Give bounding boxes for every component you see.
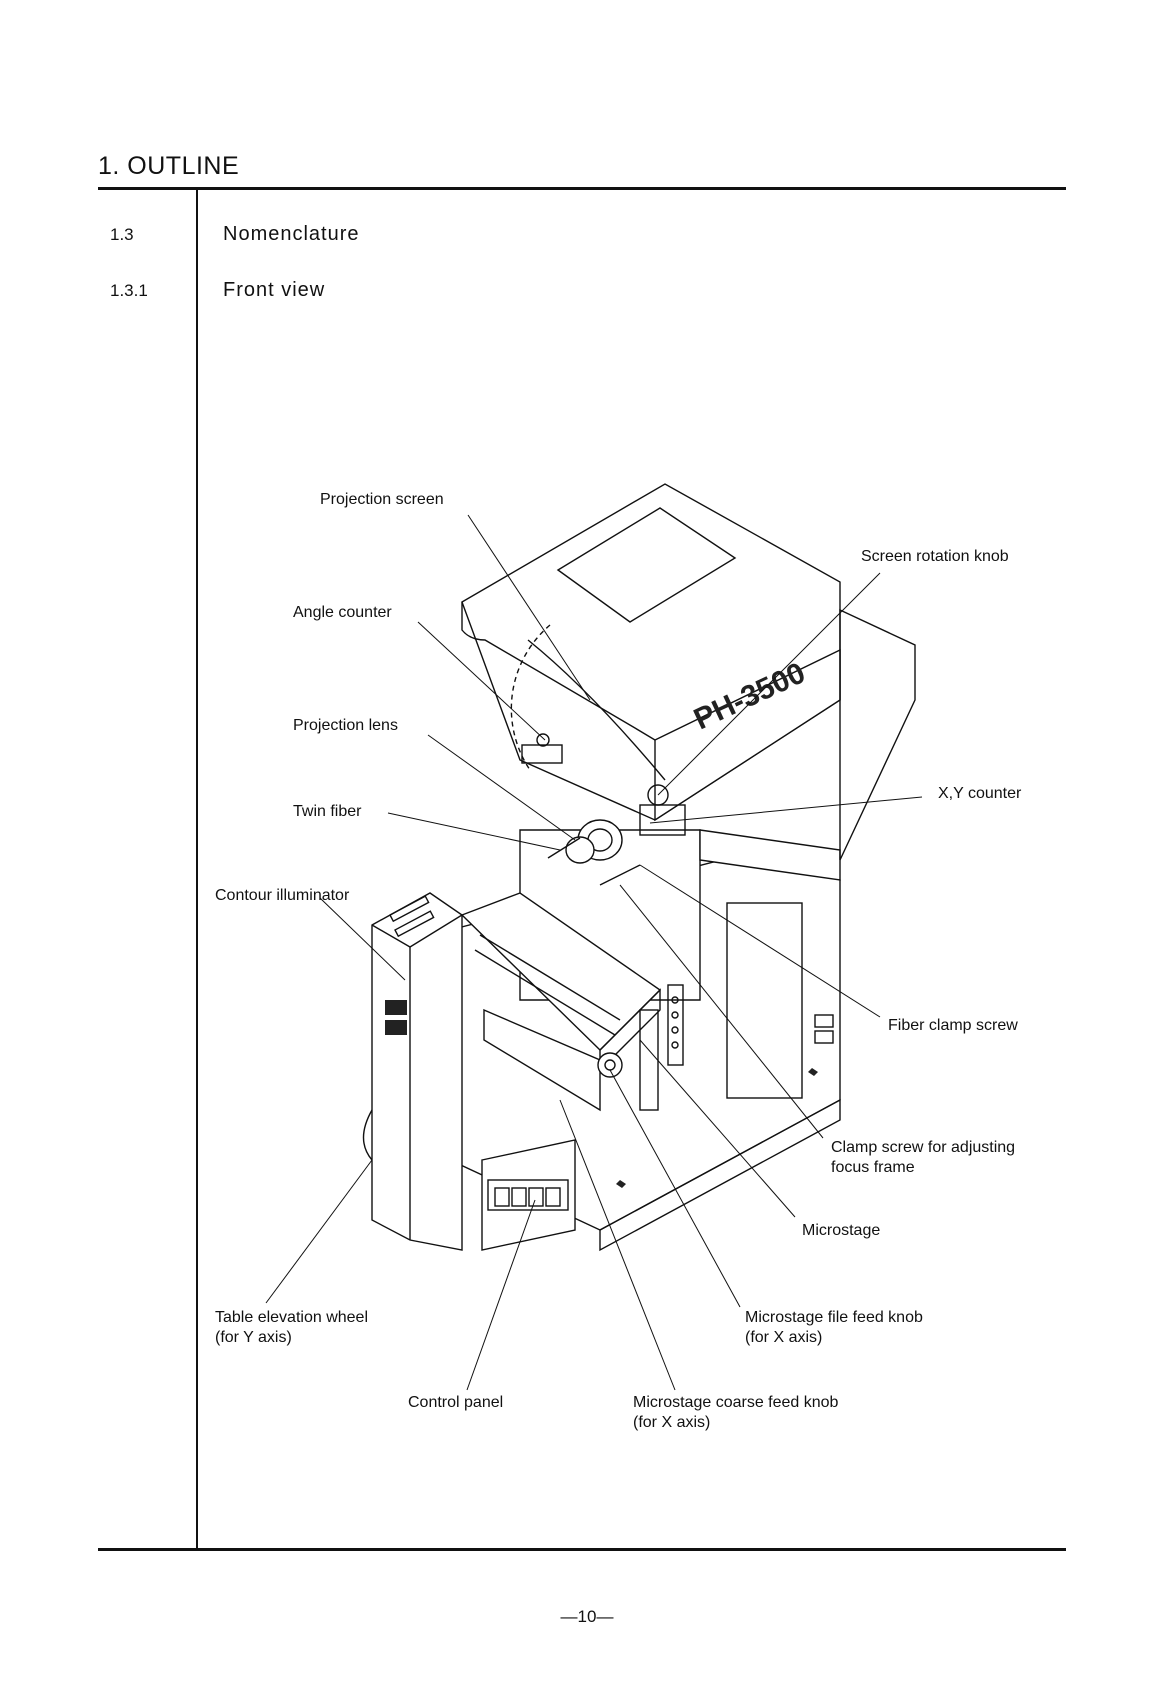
margin-rule [196, 188, 198, 1549]
header-rule [98, 187, 1066, 190]
label-twin-fiber: Twin fiber [293, 803, 362, 820]
microstage [460, 892, 662, 1112]
contour-illuminator-tower [362, 892, 463, 1251]
control-panel-unit [481, 1139, 576, 1251]
label-angle-counter: Angle counter [293, 604, 392, 621]
leader-lines [265, 514, 923, 1391]
section-number: 1.3 [110, 225, 134, 244]
label-control-panel: Control panel [408, 1394, 504, 1411]
subsection-number: 1.3.1 [110, 281, 148, 300]
label-fiber-clamp-screw: Fiber clamp screw [888, 1017, 1018, 1034]
label-xy-counter: X,Y counter [938, 785, 1022, 802]
label-projection-screen: Projection screen [320, 491, 444, 508]
label-microstage-coarse-feed-knob: Microstage coarse feed knob (for X axis) [633, 1394, 839, 1431]
label-screen-rotation-knob: Screen rotation knob [861, 548, 1009, 565]
label-contour-illuminator: Contour illuminator [215, 887, 350, 904]
label-projection-lens: Projection lens [293, 717, 398, 734]
label-table-elevation-wheel: Table elevation wheel (for Y axis) [215, 1309, 368, 1346]
lens-assembly [547, 819, 641, 886]
section-title: Nomenclature [223, 223, 360, 245]
chapter-title: 1. OUTLINE [98, 152, 240, 180]
label-clamp-screw-focus-frame: Clamp screw for adjusting focus frame [831, 1139, 1016, 1176]
label-microstage-fine-feed-knob: Microstage file feed knob (for X axis) [745, 1309, 923, 1346]
page-number: —10— [560, 1607, 614, 1626]
screen-hood: PH-3500 [461, 483, 916, 861]
subsection-title: Front view [223, 279, 326, 301]
footer-rule [98, 1548, 1066, 1551]
label-microstage: Microstage [802, 1222, 881, 1239]
